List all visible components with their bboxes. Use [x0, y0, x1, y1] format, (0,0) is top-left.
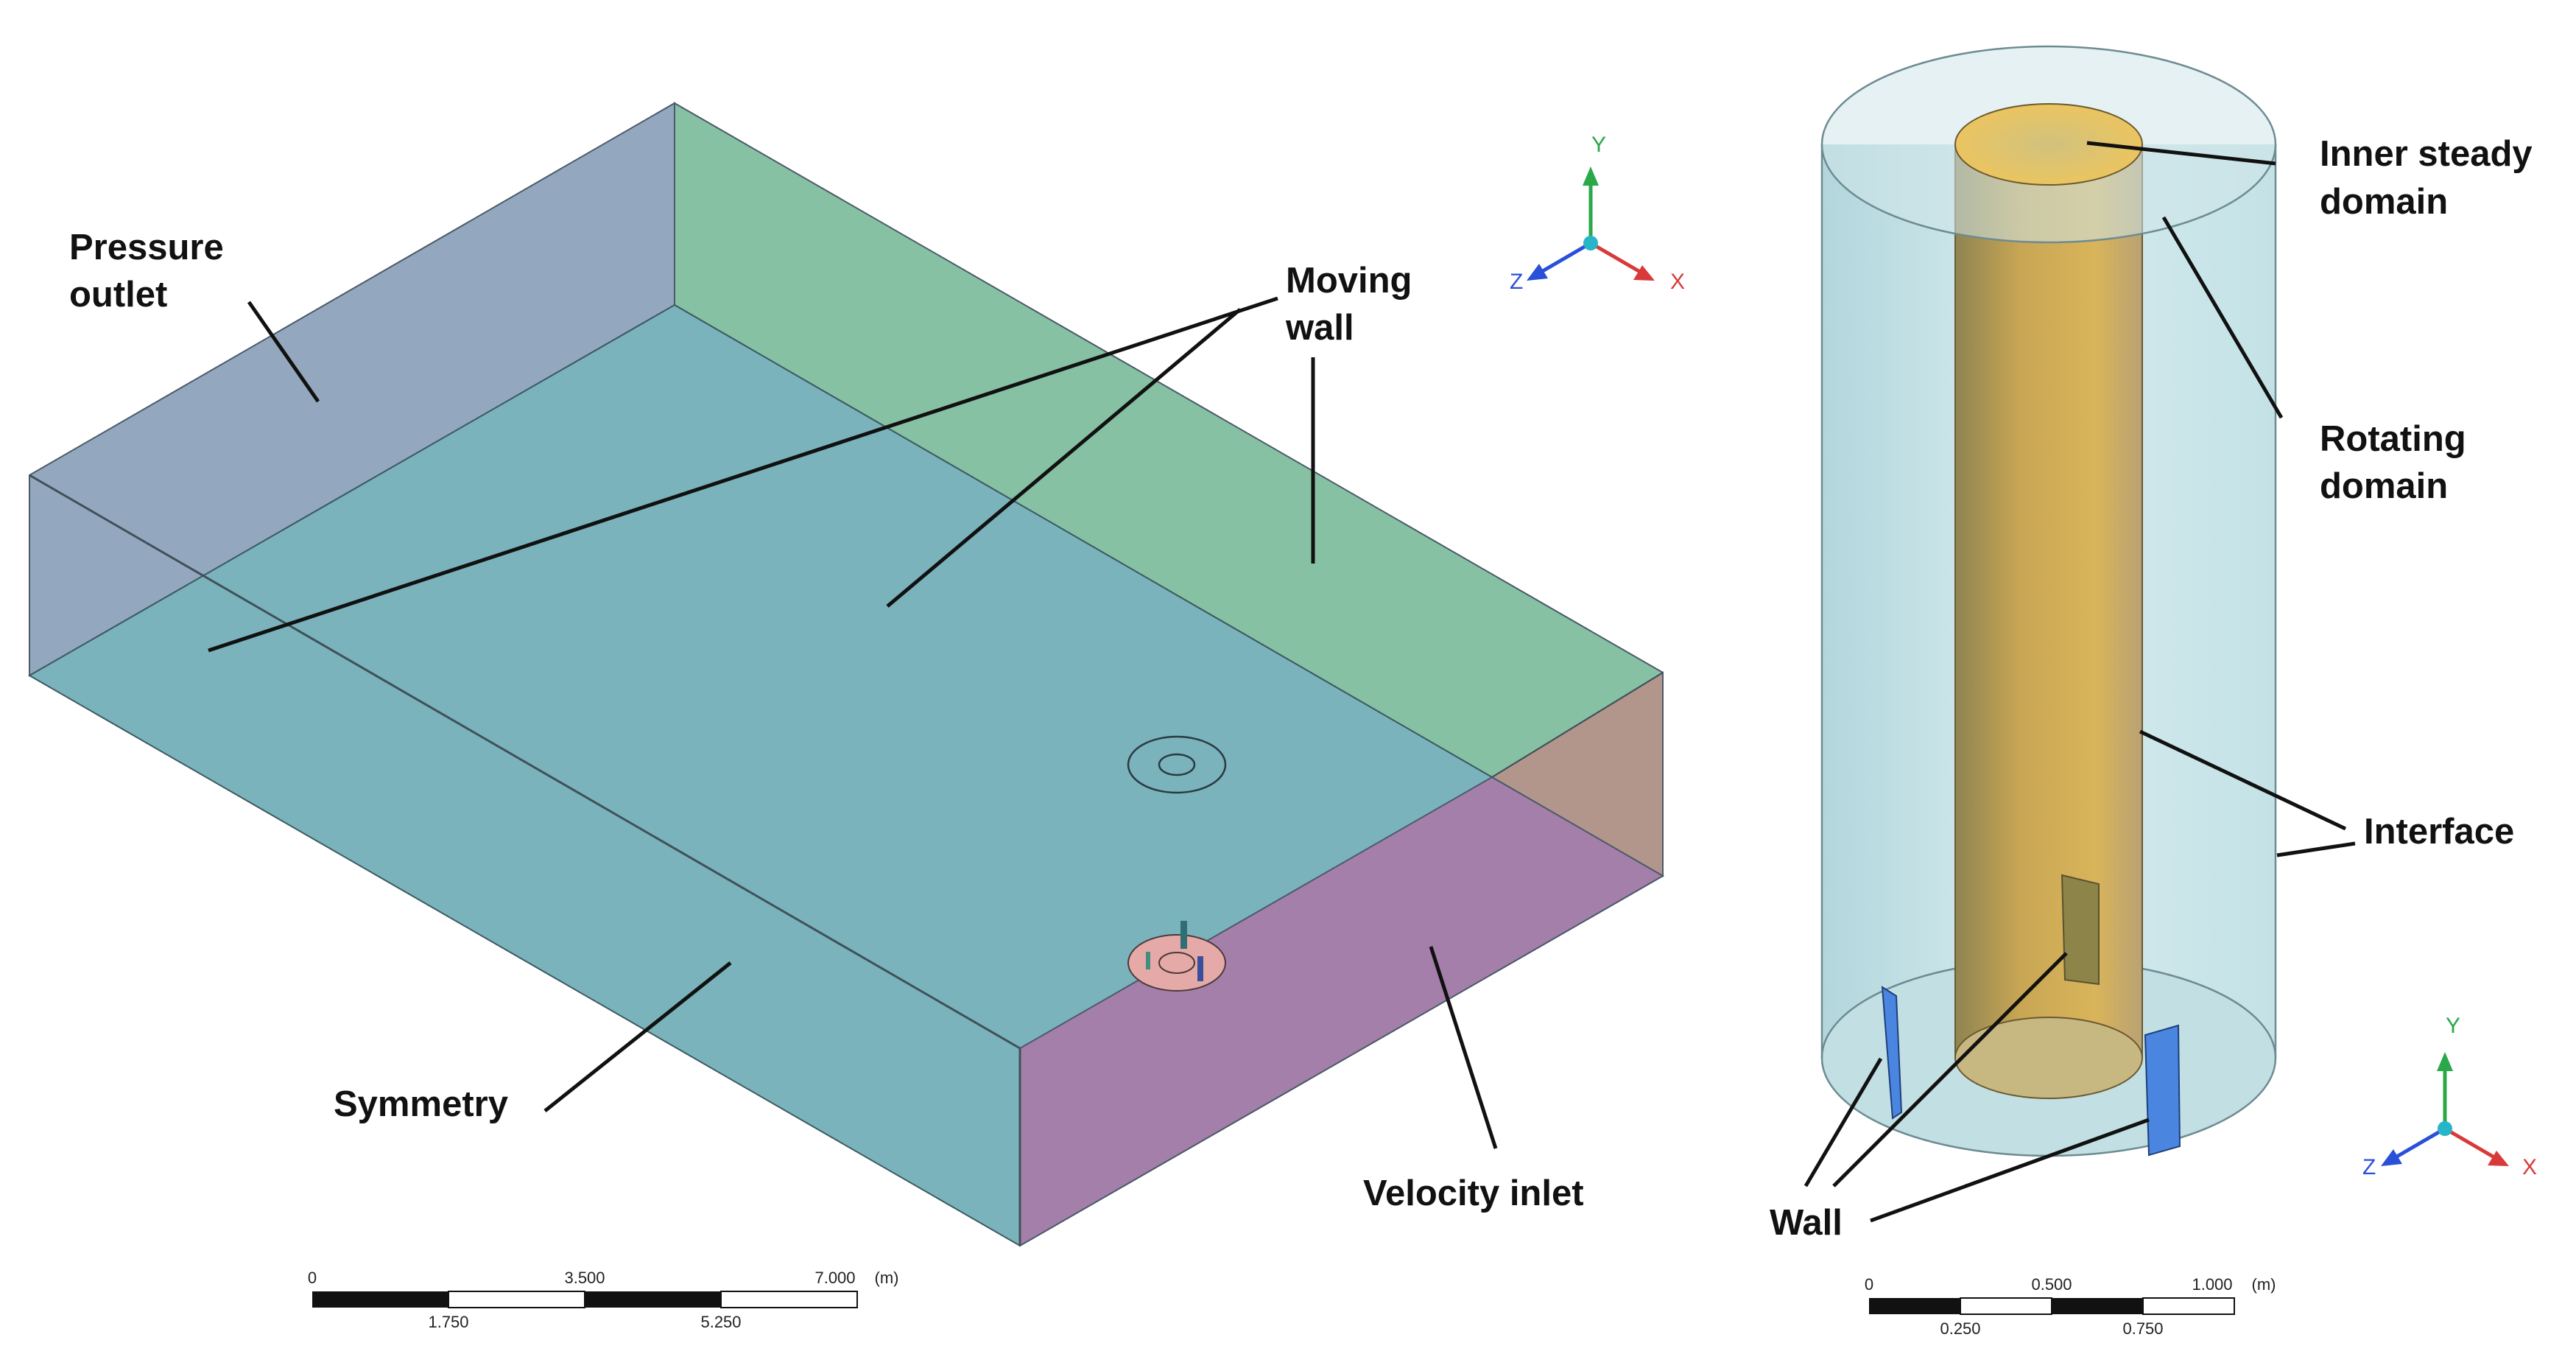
- axis-z-label: Z: [1510, 270, 1523, 294]
- axis-y-label-right: Y: [2446, 1014, 2460, 1038]
- turbine-blade: [1180, 921, 1187, 949]
- axis-triad-left: Y X Z: [1510, 133, 1685, 294]
- scale-bar-left: 0 3.500 7.000 (m) 1.750 5.250: [308, 1269, 899, 1331]
- scale-left-subtick-1: 5.250: [700, 1313, 741, 1331]
- interface-circle-inner: [1158, 753, 1196, 776]
- interface-circle: [1127, 735, 1227, 794]
- label-wall: Wall: [1770, 1203, 1843, 1243]
- turbine-blade: [1197, 956, 1203, 981]
- label-inner-steady-line1: Inner steady: [2320, 134, 2533, 174]
- box-edge: [1491, 672, 1664, 778]
- scale-right-tick-1: 0.500: [2031, 1275, 2072, 1294]
- blade-left: [1881, 986, 1903, 1120]
- axis-triad-right: Y X Z: [2362, 1014, 2537, 1179]
- inner-cylinder-bottom: [1954, 1017, 2143, 1099]
- blade-right: [2144, 1024, 2181, 1157]
- inner-cylinder-top: [1954, 103, 2143, 186]
- scale-left-tick-1: 3.500: [564, 1269, 605, 1287]
- scale-right-tick-0: 0: [1865, 1275, 1873, 1294]
- scale-right-unit: (m): [2252, 1275, 2276, 1294]
- label-moving-wall-line2: wall: [1285, 308, 1354, 348]
- scale-right-tick-2: 1.000: [2192, 1275, 2232, 1294]
- scale-left-unit: (m): [875, 1269, 899, 1287]
- axis-y-label: Y: [1591, 133, 1606, 157]
- label-rotating-line1: Rotating: [2320, 419, 2466, 459]
- cylinder-domain: [1820, 45, 2277, 1157]
- label-moving-wall-line1: Moving: [1286, 261, 1412, 301]
- scale-right-subtick-1: 0.750: [2122, 1319, 2163, 1338]
- scale-left-subtick-0: 1.750: [428, 1313, 468, 1331]
- label-pressure-outlet-line1: Pressure: [69, 228, 224, 267]
- blade-back: [2061, 874, 2100, 986]
- box-edge: [29, 474, 1021, 1050]
- axis-x-label: X: [1670, 270, 1685, 294]
- axis-z-label-right: Z: [2362, 1155, 2376, 1179]
- label-rotating-domain: Rotating domain: [2320, 419, 2476, 506]
- label-inner-steady-line2: domain: [2320, 182, 2448, 222]
- turbine-footprint-inner: [1158, 952, 1195, 974]
- scale-right-subtick-0: 0.250: [1940, 1319, 1980, 1338]
- label-velocity-inlet: Velocity inlet: [1363, 1174, 1584, 1213]
- label-inner-steady-domain: Inner steady domain: [2320, 134, 2542, 222]
- right-leaders: [1803, 141, 2356, 1223]
- scale-bar-right: 0 0.500 1.000 (m) 0.250 0.750: [1865, 1275, 2276, 1338]
- label-interface: Interface: [2364, 812, 2514, 852]
- label-moving-wall: Moving wall: [1285, 261, 1422, 348]
- label-rotating-line2: domain: [2320, 466, 2448, 506]
- scale-left-tick-2: 7.000: [814, 1269, 855, 1287]
- label-pressure-outlet-line2: outlet: [69, 275, 167, 315]
- turbine-blade: [1146, 952, 1150, 969]
- turbine-footprint: [1127, 934, 1226, 992]
- axis-x-label-right: X: [2522, 1155, 2537, 1179]
- label-symmetry: Symmetry: [334, 1084, 508, 1124]
- label-pressure-outlet: Pressure outlet: [69, 228, 233, 315]
- box-domain: [27, 102, 1665, 1247]
- scale-left-tick-0: 0: [308, 1269, 317, 1287]
- inner-cylinder-body: [1955, 144, 2142, 1058]
- left-leaders: [208, 296, 1498, 1149]
